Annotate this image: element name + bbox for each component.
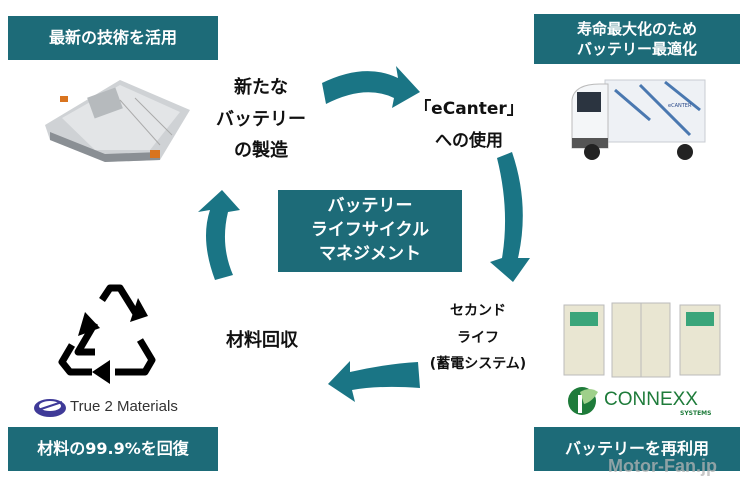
truck-brand-text: eCANTER — [668, 103, 692, 109]
recycle-icon — [58, 284, 156, 376]
center-title-line: マネジメント — [319, 243, 421, 264]
arrow-use-to-second-life — [490, 152, 530, 282]
arrow-second-life-to-recovery — [328, 361, 420, 402]
stage-line: セカンド — [450, 303, 506, 319]
arrow-recovery-to-manufacture — [198, 190, 240, 280]
stage-line: バッテリー — [216, 108, 306, 130]
recycle-arrowhead — [92, 360, 110, 384]
feature-label: 寿命最大化のため — [576, 19, 697, 38]
feature-label: バッテリーを再利用 — [564, 438, 709, 458]
feature-box-material-recovery: 材料の99.9%を回復 — [8, 427, 218, 471]
watermark: Motor-Fan.jp — [608, 456, 717, 476]
arrow-manufacture-to-use — [322, 66, 420, 108]
true2-materials-logo: True 2 Materials — [70, 398, 178, 415]
battery-pack-image — [45, 80, 190, 162]
feature-label: 最新の技術を活用 — [48, 27, 177, 47]
stage-use: 「eCanter」 への使用 — [404, 93, 534, 158]
feature-box-reuse: バッテリーを再利用 — [534, 427, 740, 471]
stage-line: 「eCanter」 — [414, 99, 524, 119]
center-title-line: ライフサイクル — [310, 220, 430, 241]
stage-line: (蓄電システム) — [429, 356, 527, 373]
storage-cabinets-image — [563, 302, 721, 378]
connexx-logo: CONNEXX — [604, 389, 698, 410]
stage-line: ライフ — [457, 329, 499, 346]
stage-line: 新たな — [234, 77, 288, 98]
stage-line: への使用 — [435, 131, 503, 152]
recycle-arrowhead — [78, 312, 100, 336]
feature-box-latest-tech: 最新の技術を活用 — [8, 16, 218, 60]
center-title-line: バッテリー — [327, 196, 413, 217]
true2-logo-mark — [34, 399, 66, 417]
feature-label: 材料の99.9%を回復 — [37, 438, 189, 458]
stage-line: の製造 — [234, 140, 288, 161]
feature-label: バッテリー最適化 — [576, 40, 697, 58]
feature-box-optimization: 寿命最大化のため バッテリー最適化 — [534, 14, 740, 64]
stage-recovery: 材料回収 — [212, 325, 312, 357]
recycle-arrowhead — [130, 298, 148, 322]
stage-manufacture: 新たな バッテリー の製造 — [196, 72, 326, 167]
connexx-logo-mark — [568, 387, 598, 415]
connexx-logo-sub: SYSTEMS — [680, 410, 712, 417]
ecanter-truck-image — [571, 79, 706, 160]
stage-second-life: セカンド ライフ (蓄電システム) — [408, 298, 548, 378]
stage-line: 材料回収 — [226, 330, 298, 351]
center-title-box: バッテリー ライフサイクル マネジメント — [278, 190, 462, 272]
